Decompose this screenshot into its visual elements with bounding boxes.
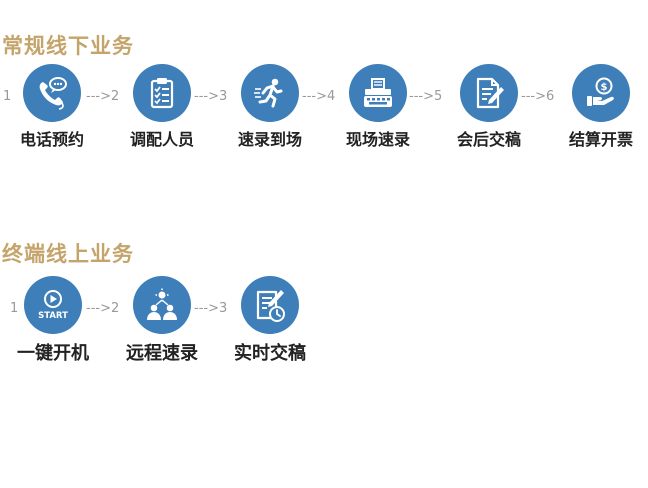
- step-settlement-invoice: $ 结算开票: [556, 64, 646, 149]
- play-start-icon: START: [38, 290, 68, 321]
- step-icon-circle: [241, 276, 299, 334]
- step-post-meeting-delivery: 会后交稿: [444, 64, 534, 149]
- step-icon-circle: [133, 64, 191, 122]
- connector-arrow: --->3: [194, 301, 228, 316]
- section-title-online: 终端线上业务: [2, 242, 134, 266]
- connector-arrow: --->6: [521, 89, 555, 104]
- step-realtime-delivery: 实时交稿: [225, 276, 315, 364]
- step-number-first: 1: [3, 89, 12, 104]
- step-assign-staff: 调配人员: [117, 64, 207, 149]
- step-label: 速录到场: [237, 130, 302, 149]
- step-icon-circle: [133, 276, 191, 334]
- step-one-click-start: START 一键开机: [8, 276, 98, 364]
- typewriter-icon: [364, 78, 392, 107]
- document-clock-icon: [256, 290, 285, 322]
- step-icon-circle: $: [572, 64, 630, 122]
- step-onsite-stenography: 现场速录: [333, 64, 423, 149]
- section-title-offline: 常规线下业务: [2, 34, 134, 58]
- step-label: 会后交稿: [456, 130, 521, 149]
- step-label: 电话预约: [19, 130, 84, 149]
- step-icon-circle: [23, 64, 81, 122]
- step-number-first: 1: [10, 301, 19, 316]
- offline-flow: 1 电话预约 --->2: [0, 64, 648, 164]
- connector-arrow: --->4: [302, 89, 336, 104]
- step-remote-stenography: 远程速录: [117, 276, 207, 364]
- step-icon-circle: START: [24, 276, 82, 334]
- step-icon-circle: [349, 64, 407, 122]
- start-icon-text: START: [38, 311, 68, 321]
- step-label: 远程速录: [126, 343, 198, 364]
- hand-coin-icon: $: [587, 77, 614, 106]
- connector-arrow: --->3: [194, 89, 228, 104]
- connector-arrow: --->2: [86, 89, 120, 104]
- step-icon-circle: [460, 64, 518, 122]
- connector-arrow: --->5: [409, 89, 443, 104]
- step-label: 现场速录: [345, 130, 410, 149]
- connector-arrow: --->2: [86, 301, 120, 316]
- step-label: 调配人员: [129, 130, 194, 149]
- step-label: 一键开机: [17, 343, 89, 364]
- step-label: 实时交稿: [234, 343, 306, 364]
- step-arrive-onsite: 速录到场: [225, 64, 315, 149]
- svg-text:$: $: [601, 82, 608, 93]
- online-flow: 1 START 一键开机 --->2: [0, 276, 648, 376]
- clipboard-checklist-icon: [150, 78, 174, 109]
- running-person-icon: [254, 78, 283, 108]
- team-network-icon: [147, 288, 177, 320]
- phone-chat-icon: [39, 77, 67, 110]
- step-icon-circle: [241, 64, 299, 122]
- step-label: 结算开票: [568, 130, 633, 149]
- step-phone-booking: 电话预约: [7, 64, 97, 149]
- document-edit-icon: [476, 77, 504, 109]
